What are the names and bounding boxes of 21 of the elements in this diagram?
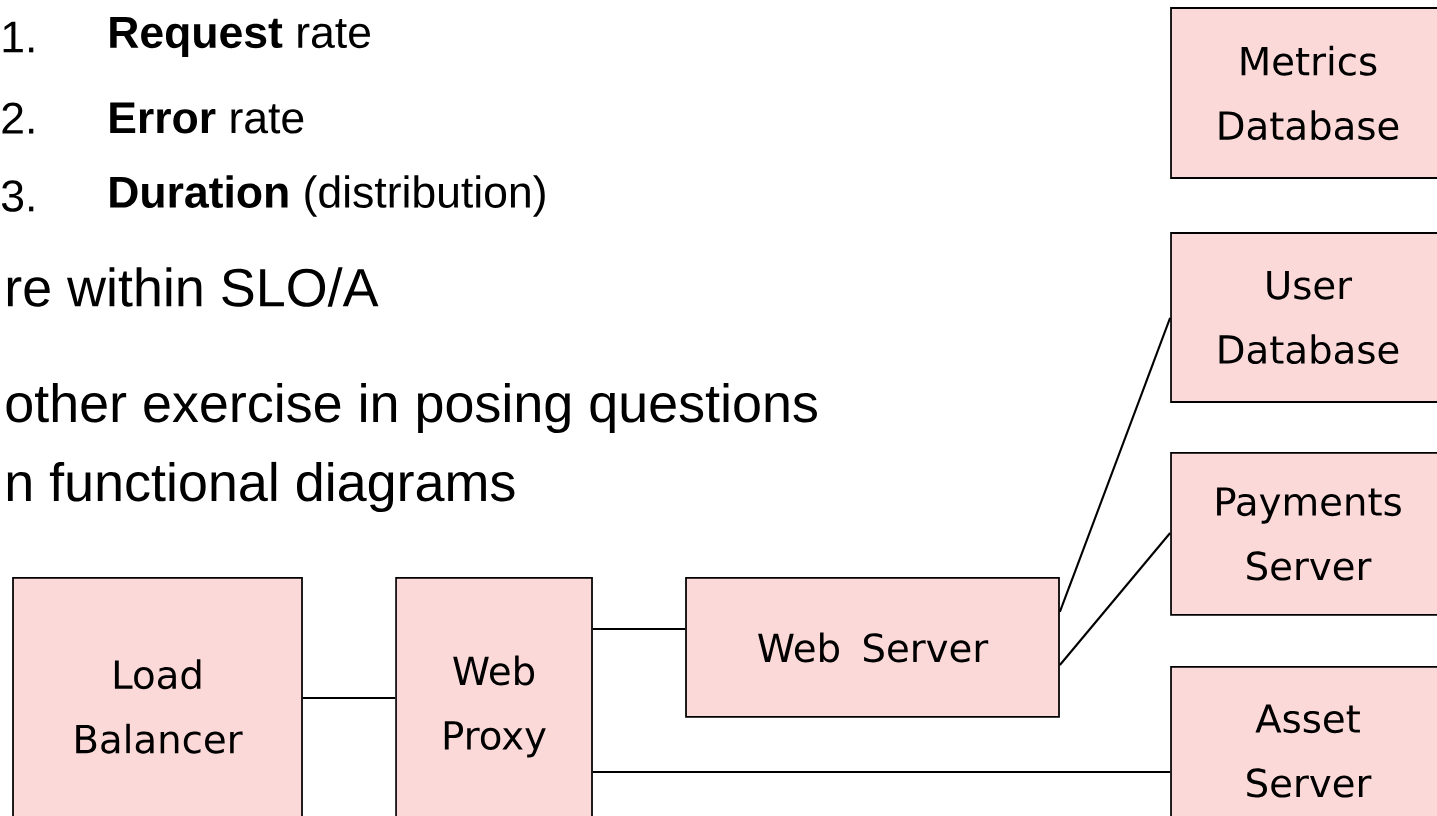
connector-line xyxy=(1058,317,1172,613)
server-box: Asset Server xyxy=(1170,666,1437,816)
list-item: Duration (distribution) xyxy=(110,175,545,217)
list-number: 1. xyxy=(3,21,34,53)
server-box: Payments Server xyxy=(1170,452,1437,616)
list-number: 2. xyxy=(2,102,34,134)
list-number: 3. xyxy=(1,180,34,212)
connector-line xyxy=(592,770,1171,774)
connector-line xyxy=(1059,532,1171,666)
bullet-text: n functional diagrams xyxy=(7,461,515,513)
list-item: Request rate xyxy=(110,17,370,57)
server-box: Metrics Database xyxy=(1170,7,1437,179)
connector-line xyxy=(302,696,396,700)
bullet-text: re within SLO/A xyxy=(7,267,379,307)
list-item: Error rate xyxy=(110,102,304,134)
bullet-text: other exercise in posing questions xyxy=(6,382,817,434)
server-box: User Database xyxy=(1170,232,1437,403)
server-box: Web Proxy xyxy=(395,577,593,816)
connector-line xyxy=(592,627,686,631)
server-box: Load Balancer xyxy=(12,577,303,816)
server-box: Web Server xyxy=(685,577,1060,718)
